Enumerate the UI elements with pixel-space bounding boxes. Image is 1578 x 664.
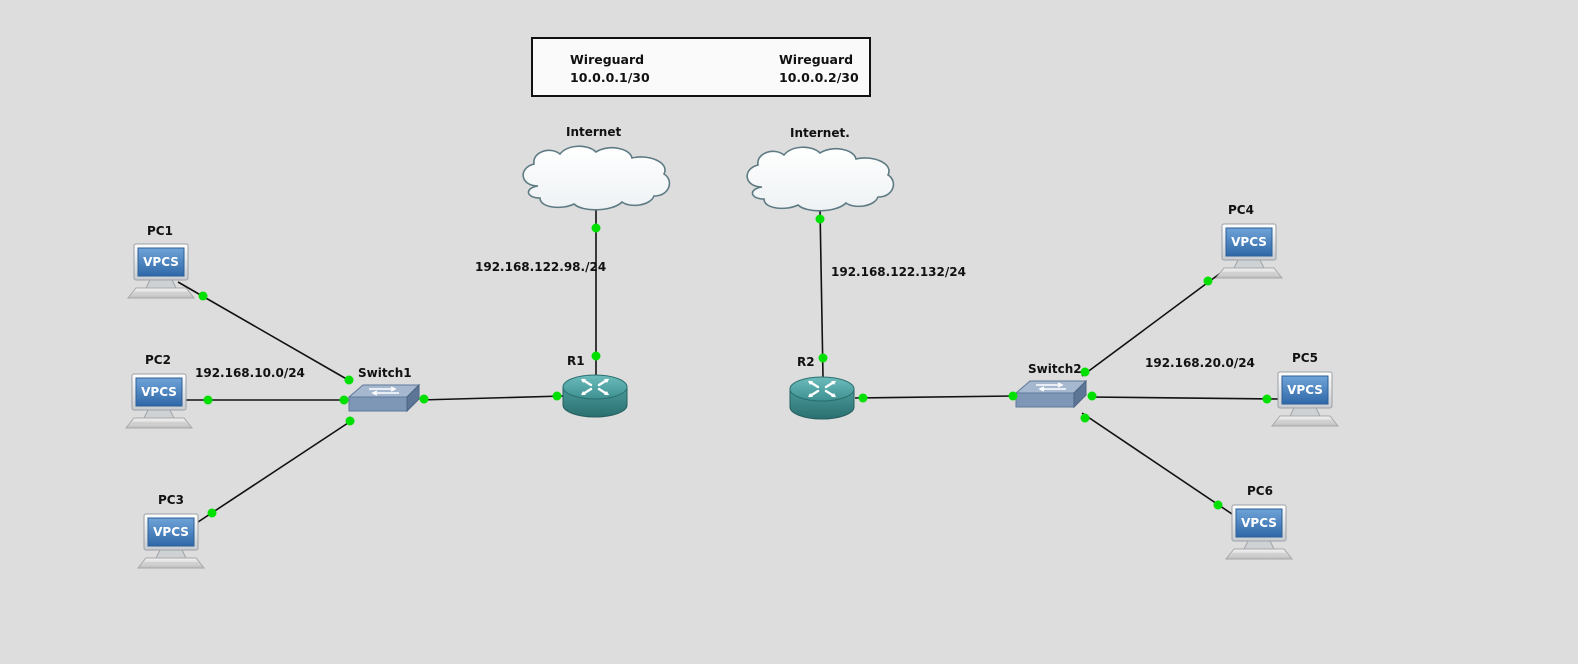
switch2-icon [1015,380,1087,408]
port-dot [815,214,825,224]
pc3-label: PC3 [158,493,184,507]
lan1-subnet-label: 192.168.10.0/24 [195,366,305,380]
pc1-label: PC1 [147,224,173,238]
r1-wan-subnet-label: 192.168.122.98./24 [475,260,607,274]
switch2-label: Switch2 [1028,362,1082,376]
r1-icon [561,373,629,419]
pc5-label: PC5 [1292,351,1318,365]
link-switch2-pc6 [1081,412,1233,515]
port-dot [198,291,208,301]
vpcs-badge: VPCS [1241,516,1277,530]
port-dot [1080,413,1090,423]
port-dot [1203,276,1213,286]
wireguard-left-address: 10.0.0.1/30 [570,70,650,85]
wireguard-right-title: Wireguard [779,52,854,67]
port-dot [203,395,213,405]
port-indicators [198,214,1272,518]
link-switch2-pc5 [1087,396,1279,400]
vpcs-badge: VPCS [153,525,189,539]
pc5-icon [1271,371,1339,427]
port-dot [207,508,217,518]
link-switch2-pc4 [1081,271,1223,377]
pc4-icon [1215,223,1283,279]
port-dot [591,223,601,233]
cloud2-label: Internet. [790,126,850,140]
port-dot [345,416,355,426]
pc2-label: PC2 [145,353,171,367]
port-dot [591,351,601,361]
wireguard-left-title: Wireguard [570,52,645,67]
vpcs-badge: VPCS [141,385,177,399]
port-dot [1080,367,1090,377]
port-dot [552,391,562,401]
port-dot [1213,500,1223,510]
port-dot [818,353,828,363]
link-r2-switch2 [854,395,1015,399]
port-dot [1262,394,1272,404]
link-pc3-switch1 [194,420,352,525]
pc2-icon [125,373,193,429]
port-dot [1008,391,1018,401]
port-dot [419,394,429,404]
pc6-icon [1225,504,1293,560]
r2-wan-subnet-label: 192.168.122.132/24 [831,265,966,279]
switch1-icon [348,384,420,412]
port-dot [339,395,349,405]
wireguard-note[interactable]: Wireguard 10.0.0.1/30 Wireguard 10.0.0.2… [531,37,871,97]
switch1-label: Switch1 [358,366,412,380]
cloud-internet-1 [522,145,671,211]
cloud-internet-2 [746,146,895,212]
lan2-subnet-label: 192.168.20.0/24 [1145,356,1255,370]
r2-label: R2 [797,355,815,369]
port-dot [858,393,868,403]
port-dot [344,375,354,385]
r1-label: R1 [567,354,585,368]
wireguard-left: Wireguard 10.0.0.1/30 [570,51,650,87]
links [177,207,1279,525]
vpcs-badge: VPCS [143,255,179,269]
link-switch1-r1 [419,395,564,401]
vpcs-badge: VPCS [1231,235,1267,249]
link-r2-cloud2 [819,207,824,378]
pc3-icon [137,513,205,569]
cloud1-label: Internet [566,125,622,139]
pc6-label: PC6 [1247,484,1273,498]
wireguard-right: Wireguard 10.0.0.2/30 [779,51,859,87]
pc4-label: PC4 [1228,203,1254,217]
port-dot [1087,391,1097,401]
r2-icon [788,375,856,421]
wireguard-right-address: 10.0.0.2/30 [779,70,859,85]
pc1-icon [127,243,195,299]
vpcs-badge: VPCS [1287,383,1323,397]
